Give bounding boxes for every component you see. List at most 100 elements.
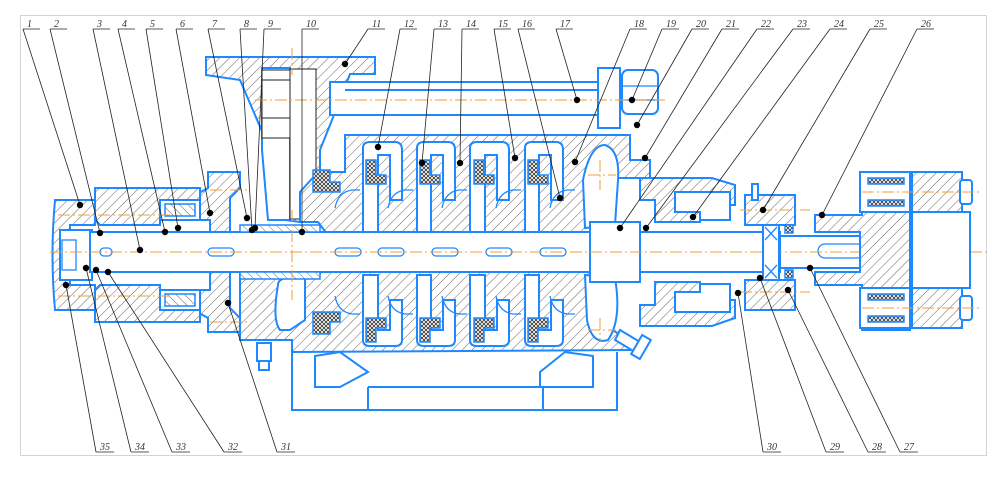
impeller-blades-upper [334,189,575,209]
stage-casing-upper [299,134,651,239]
callout-dot [418,159,426,167]
callout-13 [418,28,451,167]
callout-dot [759,206,767,214]
callout-dot [92,266,100,274]
callout-label-18: 18 [634,19,644,30]
callout-dot [136,246,144,254]
callout-label-1: 1 [27,19,32,30]
callout-label-31: 31 [280,442,291,453]
callout-dot [616,224,624,232]
callout-dot [456,159,464,167]
callout-dot [642,224,650,232]
coupling-half [814,171,980,331]
tie-rod [255,67,665,129]
callout-dot [161,228,169,236]
callout-20 [633,28,709,129]
callout-27 [806,264,918,453]
callout-dot [341,60,349,68]
seal-rings-upper [312,159,549,193]
callout-25 [759,28,887,214]
callout-label-10: 10 [306,19,316,30]
callout-dot [251,224,259,232]
callout-label-23: 23 [797,19,807,30]
callout-dot [633,121,641,129]
callout-dot [96,229,104,237]
callout-34 [82,264,149,453]
callout-dot [206,209,214,217]
callout-label-11: 11 [372,19,381,30]
callout-29 [756,274,844,453]
pump-shaft [50,221,990,283]
callout-dot [628,96,636,104]
callout-dot [573,96,581,104]
callout-dot [806,264,814,272]
callout-label-27: 27 [904,442,915,453]
callout-dot [374,143,382,151]
callout-1 [22,28,84,209]
callout-dot [689,213,697,221]
callout-label-25: 25 [874,19,884,30]
callout-23 [642,28,810,232]
callout-dot [62,281,70,289]
callout-label-7: 7 [212,19,218,30]
callout-9 [251,28,281,232]
callout-label-17: 17 [560,19,571,30]
callout-dot [571,158,579,166]
left-bearing-housing [51,171,250,333]
callout-dot [224,299,232,307]
callout-30 [734,289,781,453]
callout-label-34: 34 [134,442,145,453]
callout-dot [756,274,764,282]
callout-label-30: 30 [766,442,777,453]
callout-dot [641,154,649,162]
callout-26 [818,28,934,219]
callout-31 [224,299,295,453]
callout-dot [818,211,826,219]
callout-35 [62,281,114,453]
callout-21 [641,28,739,162]
callout-leaders [22,28,934,453]
callout-6 [175,28,214,217]
drawing-frame [20,15,987,456]
seal-rings-lower [312,311,549,343]
callout-10 [298,28,319,236]
callout-17 [555,28,581,104]
callout-dot [174,224,182,232]
callout-label-24: 24 [834,19,844,30]
callout-label-26: 26 [921,19,931,30]
stage-casing-lower [239,271,653,371]
callout-label-20: 20 [696,19,706,30]
callout-24 [689,28,847,221]
callout-19 [628,28,679,104]
callout-7 [207,28,251,222]
callout-label-3: 3 [96,19,102,30]
callout-label-21: 21 [726,19,736,30]
callout-32 [104,268,242,453]
callout-label-33: 33 [175,442,186,453]
callout-label-5: 5 [150,19,155,30]
callout-label-8: 8 [244,19,249,30]
callout-5 [145,28,182,232]
pump-base [291,350,618,411]
callout-16 [517,28,564,202]
callout-12 [374,28,417,151]
callout-label-35: 35 [99,442,110,453]
callout-dot [784,286,792,294]
callout-label-14: 14 [466,19,476,30]
callout-4 [117,28,169,236]
callout-14 [456,28,479,167]
callout-dot [734,289,742,297]
callout-label-12: 12 [404,19,414,30]
callout-label-13: 13 [438,19,448,30]
callout-label-28: 28 [872,442,882,453]
callout-dot [104,268,112,276]
callout-3 [92,28,144,254]
callout-2 [49,28,104,237]
callout-dot [511,154,519,162]
callout-11 [341,28,385,68]
callout-28 [784,286,886,453]
callout-label-2: 2 [54,19,59,30]
callout-label-29: 29 [830,442,840,453]
